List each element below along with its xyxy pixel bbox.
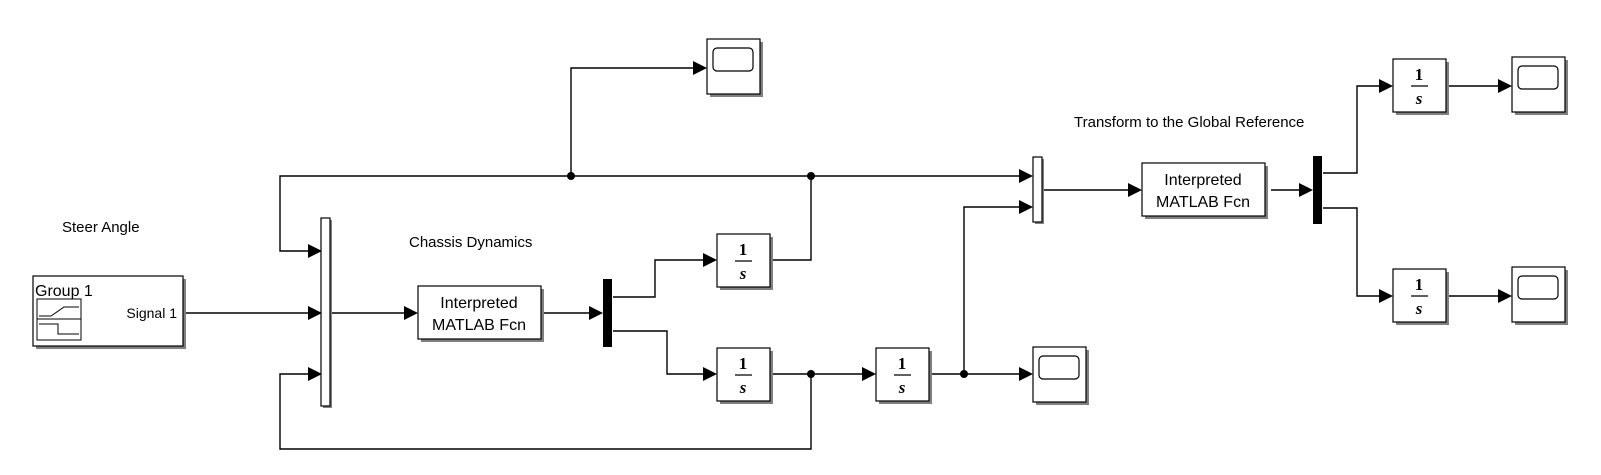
arrowhead: [308, 367, 322, 381]
wire-demux2-to-int4[interactable]: [1323, 85, 1384, 174]
junction-dot[interactable]: [807, 370, 815, 378]
wire-top-feedback[interactable]: [279, 175, 811, 252]
arrowhead: [589, 306, 603, 320]
matlab-fcn-block-chassis[interactable]: Interpreted MATLAB Fcn: [417, 285, 544, 342]
arrowhead: [1019, 169, 1033, 183]
arrowhead: [1498, 79, 1512, 93]
arrowhead: [1019, 367, 1033, 381]
demux-block-transform[interactable]: [1313, 156, 1322, 224]
integrator-denominator: s: [898, 378, 906, 397]
junction-dot[interactable]: [807, 172, 815, 180]
wire-demux-to-int2[interactable]: [613, 330, 707, 375]
wire-arrowheads: [308, 61, 1512, 381]
integrator-block-3[interactable]: 1 s: [875, 347, 932, 404]
arrowhead: [1498, 289, 1512, 303]
arrowhead: [862, 367, 876, 381]
signal-builder-output-label: Signal 1: [126, 305, 177, 321]
arrowhead: [693, 61, 707, 75]
signal-builder-icon: [36, 298, 82, 341]
matlab-fcn-block-transform[interactable]: Interpreted MATLAB Fcn: [1141, 162, 1268, 219]
wire-int3-to-mux2[interactable]: [963, 206, 1025, 374]
arrowhead: [703, 253, 717, 267]
integrator-numerator: 1: [1415, 65, 1424, 84]
scope-block-position[interactable]: [1032, 346, 1089, 405]
arrowhead: [1299, 183, 1313, 197]
mux-block-chassis-input[interactable]: [320, 217, 332, 408]
integrator-block-2[interactable]: 1 s: [716, 347, 773, 404]
annotation-steer-angle: Steer Angle: [62, 219, 140, 236]
junction-dot[interactable]: [567, 172, 575, 180]
arrowhead: [1379, 79, 1393, 93]
wire-int1-out[interactable]: [771, 176, 812, 261]
scope-screen-icon: [1517, 275, 1559, 300]
fcn-label-line1: Interpreted: [1164, 172, 1241, 189]
mux-block-transform-input[interactable]: [1032, 156, 1044, 224]
arrowhead: [1019, 200, 1033, 214]
integrator-numerator: 1: [739, 240, 748, 259]
junction-points: [567, 172, 968, 378]
integrator-denominator: s: [1415, 299, 1423, 318]
fcn-label-line1: Interpreted: [440, 295, 517, 312]
signal-wires: [183, 67, 1502, 450]
scope-screen-icon: [1038, 355, 1080, 380]
integrator-block-5[interactable]: 1 s: [1392, 268, 1449, 325]
wire-bottom-feedback[interactable]: [279, 373, 812, 450]
scope-block-global-y[interactable]: [1511, 266, 1568, 325]
fcn-label-line2: MATLAB Fcn: [432, 317, 526, 334]
arrowhead: [308, 306, 322, 320]
signal-builder-group-label: Group 1: [35, 283, 93, 300]
annotation-chassis-dynamics: Chassis Dynamics: [409, 234, 532, 251]
integrator-block-1[interactable]: 1 s: [716, 233, 773, 290]
scope-block-global-x[interactable]: [1511, 56, 1568, 115]
scope-screen-icon: [712, 47, 754, 72]
fcn-label-line2: MATLAB Fcn: [1156, 194, 1250, 211]
integrator-numerator: 1: [898, 354, 907, 373]
integrator-denominator: s: [1415, 89, 1423, 108]
wire-demux-to-int1[interactable]: [613, 259, 707, 298]
arrowhead: [1379, 289, 1393, 303]
integrator-block-4[interactable]: 1 s: [1392, 58, 1449, 115]
demux-block-chassis[interactable]: [603, 279, 612, 347]
integrator-denominator: s: [739, 378, 747, 397]
scope-screen-icon: [1517, 65, 1559, 90]
wire-demux2-to-int5[interactable]: [1323, 207, 1384, 297]
junction-dot[interactable]: [960, 370, 968, 378]
wire-to-scope-top[interactable]: [570, 67, 697, 176]
scope-block-top[interactable]: [706, 38, 763, 97]
arrowhead: [308, 244, 322, 258]
integrator-denominator: s: [739, 264, 747, 283]
annotation-transform-global: Transform to the Global Reference: [1074, 114, 1304, 131]
signal-builder-block[interactable]: Group 1 Signal 1: [32, 275, 186, 349]
integrator-numerator: 1: [739, 354, 748, 373]
arrowhead: [1128, 183, 1142, 197]
arrowhead: [703, 367, 717, 381]
arrowhead: [404, 306, 418, 320]
integrator-numerator: 1: [1415, 275, 1424, 294]
